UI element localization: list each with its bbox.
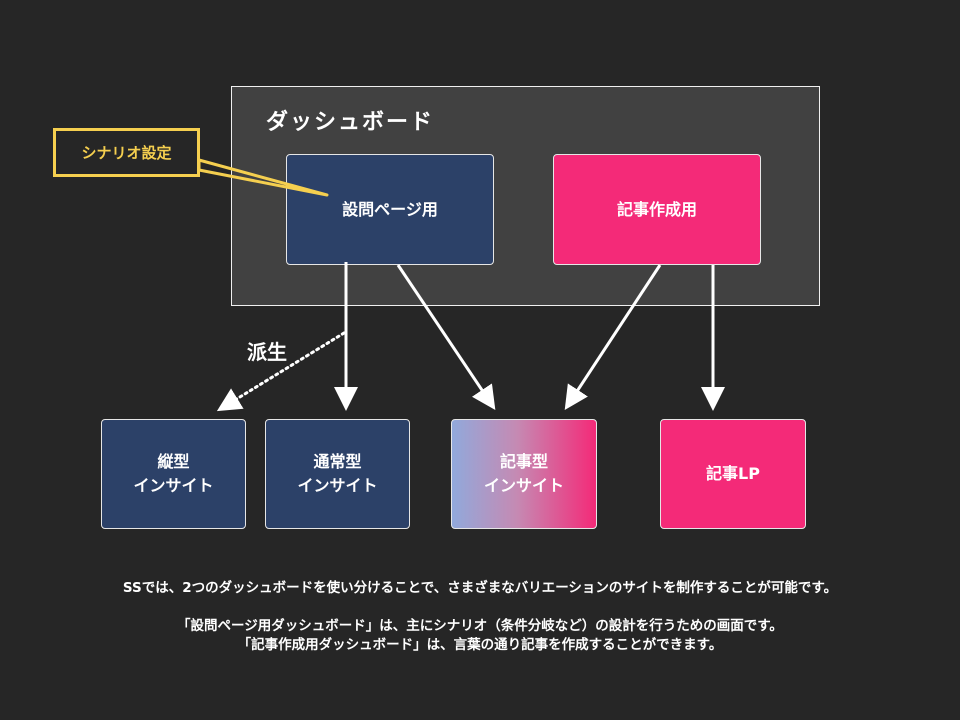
question-page-label: 設問ページ用 (342, 199, 438, 219)
vertical-insight-line2: インサイト (133, 476, 214, 495)
vertical-insight-line1: 縦型 (157, 452, 190, 471)
normal-insight-node[interactable]: 通常型 インサイト (265, 419, 410, 529)
arrow-derive-dotted (216, 331, 346, 412)
description-line-3: 「記事作成用ダッシュボード」は、言葉の通り記事を作成することができます。 (237, 637, 723, 653)
derive-label: 派生 (247, 340, 287, 364)
article-insight-line1: 記事型 (499, 452, 548, 471)
article-insight-node[interactable]: 記事型 インサイト (451, 419, 597, 529)
article-lp-label: 記事LP (706, 464, 760, 483)
arrow-article-to-article-insight (564, 264, 662, 411)
callout-pointer (197, 158, 329, 197)
vertical-insight-node[interactable]: 縦型 インサイト (101, 419, 246, 529)
dashboard-title: ダッシュボード (266, 110, 435, 135)
description-line-2: 「設問ページ用ダッシュボード」は、主にシナリオ（条件分岐など）の設計を行うための… (177, 618, 783, 634)
article-creation-label: 記事作成用 (616, 199, 697, 219)
normal-insight-line1: 通常型 (313, 452, 362, 471)
callout-label: シナリオ設定 (81, 144, 172, 162)
normal-insight-line2: インサイト (297, 476, 378, 495)
scenario-settings-callout: シナリオ設定 (53, 128, 200, 177)
article-lp-node[interactable]: 記事LP (660, 419, 806, 529)
article-insight-line2: インサイト (483, 476, 564, 495)
description-line-1: SSでは、2つのダッシュボードを使い分けることで、さまざまなバリエーションのサイ… (122, 580, 838, 596)
article-creation-dashboard-node[interactable]: 記事作成用 (553, 154, 761, 265)
arrow-question-to-article-insight (396, 264, 496, 410)
question-page-dashboard-node[interactable]: 設問ページ用 (286, 154, 494, 265)
